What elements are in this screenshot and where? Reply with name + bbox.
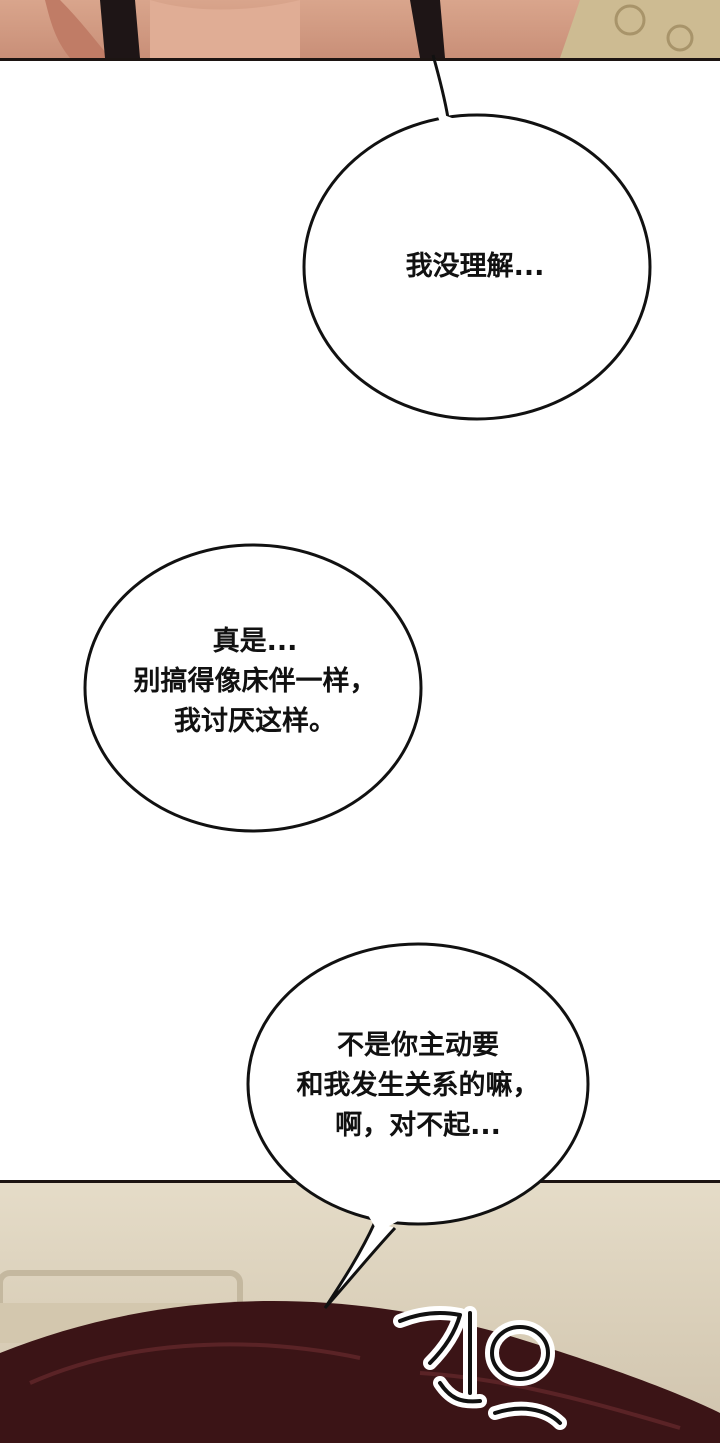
bubble-body bbox=[302, 113, 652, 421]
skin-highlight bbox=[150, 0, 300, 58]
dialogue-line: 我讨厌这样。 bbox=[174, 706, 336, 737]
skin-shadow-left bbox=[45, 0, 110, 58]
sound-effect-outline bbox=[398, 1311, 562, 1425]
dialogue-line: 啊，对不起... bbox=[335, 1110, 501, 1141]
top-art-illustration bbox=[45, 0, 720, 58]
dialogue-line: 别搞得像床伴一样， bbox=[133, 666, 377, 697]
bubble-body bbox=[83, 543, 423, 833]
dark-collar-right bbox=[410, 0, 445, 58]
speech-bubble-3 bbox=[246, 942, 590, 1309]
bottom-art-illustration bbox=[0, 1270, 720, 1443]
dark-collar-left bbox=[100, 0, 140, 58]
hair-strand bbox=[419, 1371, 681, 1430]
bubble-tail bbox=[431, 54, 471, 122]
fabric-pattern-circle bbox=[666, 24, 694, 52]
fabric-pattern-circle bbox=[614, 4, 646, 36]
speech-bubble-1 bbox=[302, 54, 652, 421]
dialogue-line: 我没理解... bbox=[405, 251, 545, 282]
bubble-2-text: 真是... 别搞得像床伴一样， 我讨厌这样。 bbox=[95, 622, 415, 742]
dialogue-line: 和我发生关系的嘛， bbox=[296, 1070, 540, 1101]
bubble-tail bbox=[323, 1221, 397, 1309]
bubble-body bbox=[246, 942, 590, 1226]
bubble-3-text: 不是你主动要 和我发生关系的嘛， 啊，对不起... bbox=[258, 1026, 578, 1146]
dialogue-line: 真是... bbox=[212, 626, 298, 657]
hair-strand bbox=[29, 1342, 361, 1385]
dialogue-line: 不是你主动要 bbox=[337, 1030, 499, 1061]
top-panel-art bbox=[0, 0, 720, 61]
bubble-1-text: 我没理解... bbox=[310, 247, 640, 287]
speech-bubble-2 bbox=[83, 543, 423, 833]
bottom-panel-art bbox=[0, 1180, 720, 1443]
